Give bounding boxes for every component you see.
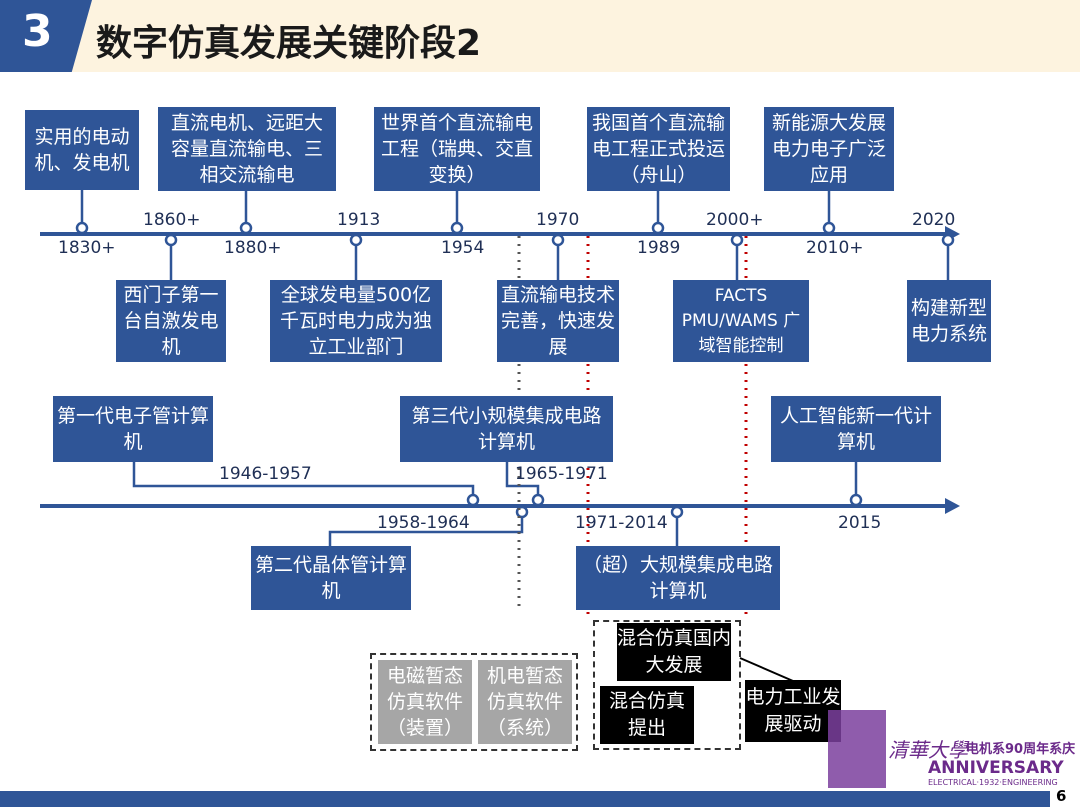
page-number: 6 — [1056, 787, 1067, 805]
logo-line1: 电机系90周年系庆 — [966, 742, 1076, 757]
industry-driver-box: 电力工业发展驱动 — [745, 680, 841, 742]
software-group-frame — [370, 653, 578, 751]
section-number: 3 — [22, 6, 53, 57]
anniversary-emblem — [828, 710, 886, 788]
year-label: 1913 — [337, 210, 381, 230]
page-title: 数字仿真发展关键阶段2 — [96, 23, 482, 64]
driver-pointer — [739, 657, 801, 685]
event-box-motor: 实用的电动机、发电机 — [25, 110, 139, 190]
year-label: 1954 — [441, 238, 485, 258]
year-label: 2020 — [912, 210, 956, 230]
computer-ai-box: 人工智能新一代计算机 — [771, 396, 941, 462]
event-box-siemens: 西门子第一台自激发电机 — [116, 280, 226, 362]
computer-gen2-box: 第二代晶体管计算机 — [251, 546, 411, 610]
year-label: 2000+ — [706, 210, 764, 230]
logo-line2: ANNIVERSARY — [928, 758, 1064, 778]
year-label: 1830+ — [58, 238, 116, 258]
computer-vlsi-box: （超）大规模集成电路计算机 — [576, 546, 780, 610]
period-label: 2015 — [838, 513, 882, 533]
event-box-dc-transmission: 直流电机、远距大容量直流输电、三相交流输电 — [158, 107, 336, 191]
period-label: 1965-1971 — [515, 464, 608, 484]
event-box-new-power-system: 构建新型电力系统 — [907, 280, 991, 362]
event-box-new-energy: 新能源大发展电力电子广泛应用 — [764, 107, 894, 191]
year-label: 1880+ — [224, 238, 282, 258]
year-label: 1860+ — [143, 210, 201, 230]
event-box-global-generation: 全球发电量500亿千瓦时电力成为独立工业部门 — [270, 280, 442, 362]
period-label: 1946-1957 — [219, 464, 312, 484]
period-label: 1971-2014 — [575, 513, 668, 533]
year-label: 1970 — [536, 210, 580, 230]
timeline-2-arrow — [945, 498, 960, 514]
em-transient-software-box: 电磁暂态仿真软件（装置） — [378, 660, 472, 744]
footer-bar — [0, 791, 1050, 807]
hybrid-proposed-box: 混合仿真提出 — [600, 686, 694, 744]
anniversary-logo: 清華大學 电机系90周年系庆 ANNIVERSARY ELECTRICAL·19… — [888, 734, 1078, 788]
hybrid-domestic-box: 混合仿真国内大发展 — [617, 623, 731, 681]
year-label: 2010+ — [806, 238, 864, 258]
computer-gen3-box: 第三代小规模集成电路计算机 — [400, 396, 613, 462]
logo-line3: ELECTRICAL·1932·ENGINEERING — [928, 778, 1058, 787]
period-label: 1958-1964 — [377, 513, 470, 533]
event-box-first-hvdc: 世界首个直流输电工程（瑞典、交直变换） — [374, 107, 540, 191]
event-box-hvdc-mature: 直流输电技术完善，快速发展 — [497, 280, 619, 362]
emech-transient-software-box: 机电暂态仿真软件（系统） — [478, 660, 572, 744]
event-box-china-hvdc: 我国首个直流输电工程正式投运（舟山） — [587, 107, 730, 191]
year-label: 1989 — [637, 238, 681, 258]
header-bar — [0, 0, 1080, 72]
computer-gen1-box: 第一代电子管计算机 — [53, 396, 213, 462]
logo-school: 清華大學 — [888, 738, 968, 762]
hybrid-group-frame — [593, 620, 741, 750]
event-box-facts: FACTS PMU/WAMS 广域智能控制 — [673, 280, 809, 362]
